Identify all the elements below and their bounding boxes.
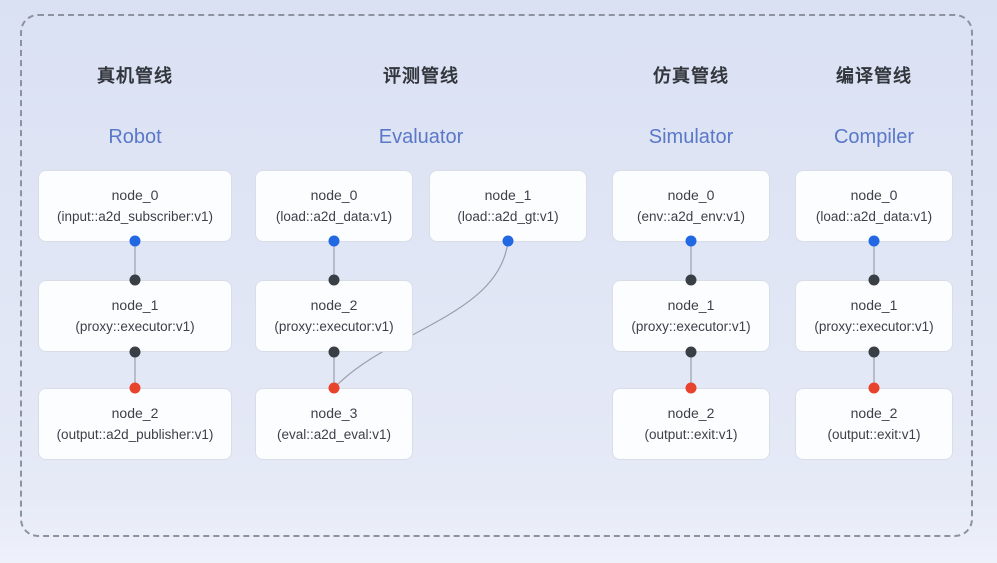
- node-type: (output::exit:v1): [827, 427, 921, 442]
- node-name: node_2: [850, 405, 898, 421]
- node-box-compiler-node2: node_2 (output::exit:v1): [795, 388, 953, 460]
- node-box-evaluator-node0: node_0 (load::a2d_data:v1): [255, 170, 413, 242]
- node-type: (load::a2d_data:v1): [275, 209, 393, 224]
- node-name: node_1: [484, 187, 532, 203]
- pipeline-title-en-simulator: Simulator: [648, 126, 734, 148]
- node-name: node_2: [667, 405, 715, 421]
- node-box-evaluator-node1: node_1 (load::a2d_gt:v1): [429, 170, 587, 242]
- pipeline-title-cn-evaluator: 评测管线: [383, 66, 459, 86]
- node-box-simulator-node0: node_0 (env::a2d_env:v1): [612, 170, 770, 242]
- node-type: (proxy::executor:v1): [75, 319, 195, 334]
- node-type: (proxy::executor:v1): [814, 319, 934, 334]
- node-type: (load::a2d_gt:v1): [457, 209, 559, 224]
- node-name: node_1: [111, 297, 159, 313]
- pipeline-title-en-compiler: Compiler: [833, 126, 915, 148]
- node-box-compiler-node0: node_0 (load::a2d_data:v1): [795, 170, 953, 242]
- node-box-evaluator-node3: node_3 (eval::a2d_eval:v1): [255, 388, 413, 460]
- node-name: node_3: [310, 405, 358, 421]
- node-name: node_0: [111, 187, 159, 203]
- connector-curve-gt-to-eval: [333, 240, 509, 389]
- node-type: (load::a2d_data:v1): [815, 209, 933, 224]
- node-type: (env::a2d_env:v1): [636, 209, 746, 224]
- pipeline-title-en-evaluator: Evaluator: [378, 126, 464, 148]
- pipeline-title-cn-simulator: 仿真管线: [653, 66, 729, 86]
- node-name: node_2: [111, 405, 159, 421]
- node-name: node_0: [667, 187, 715, 203]
- pipeline-title-cn-robot: 真机管线: [97, 66, 173, 86]
- node-box-evaluator-node2: node_2 (proxy::executor:v1): [255, 280, 413, 352]
- node-box-robot-node2: node_2 (output::a2d_publisher:v1): [38, 388, 232, 460]
- node-box-simulator-node2: node_2 (output::exit:v1): [612, 388, 770, 460]
- node-name: node_1: [850, 297, 898, 313]
- node-type: (output::exit:v1): [644, 427, 738, 442]
- node-type: (output::a2d_publisher:v1): [56, 427, 214, 442]
- node-name: node_0: [850, 187, 898, 203]
- node-box-robot-node1: node_1 (proxy::executor:v1): [38, 280, 232, 352]
- node-name: node_2: [310, 297, 358, 313]
- node-name: node_0: [310, 187, 358, 203]
- node-box-robot-node0: node_0 (input::a2d_subscriber:v1): [38, 170, 232, 242]
- pipeline-title-cn-compiler: 编译管线: [836, 66, 912, 86]
- node-type: (proxy::executor:v1): [274, 319, 394, 334]
- pipeline-title-en-robot: Robot: [108, 126, 162, 148]
- node-box-compiler-node1: node_1 (proxy::executor:v1): [795, 280, 953, 352]
- node-type: (proxy::executor:v1): [631, 319, 751, 334]
- node-box-simulator-node1: node_1 (proxy::executor:v1): [612, 280, 770, 352]
- node-type: (input::a2d_subscriber:v1): [56, 209, 214, 224]
- node-name: node_1: [667, 297, 715, 313]
- node-type: (eval::a2d_eval:v1): [276, 427, 392, 442]
